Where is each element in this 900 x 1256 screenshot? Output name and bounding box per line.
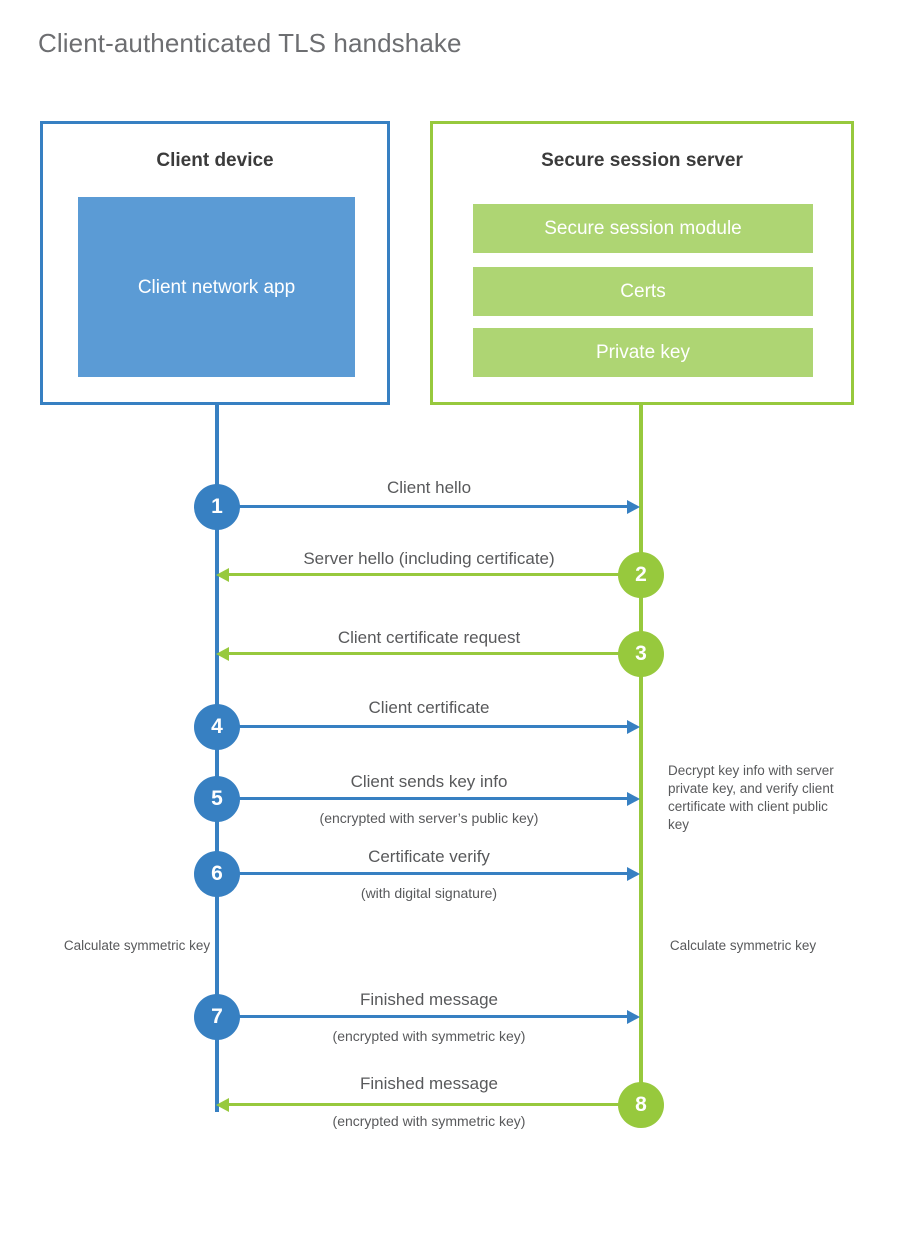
step-5-arrow-head-icon: [627, 792, 640, 806]
step-6-number: 6: [211, 862, 223, 885]
step-8-arrow-line: [228, 1103, 641, 1106]
server-lifeline: [639, 405, 643, 1105]
step-2-circle[interactable]: 2: [618, 552, 664, 598]
step-8-sublabel: (encrypted with symmetric key): [332, 1113, 526, 1129]
step-4-circle[interactable]: 4: [194, 704, 240, 750]
client-network-app-label: Client network app: [137, 276, 296, 298]
step-4-number: 4: [211, 715, 223, 738]
server-bar-private-key: Private key: [473, 328, 813, 377]
step-3-arrow-line: [228, 652, 641, 655]
client-calculate-symmetric-key-note: Calculate symmetric key: [63, 938, 211, 953]
step-5-label: Client sends key info: [350, 772, 508, 791]
client-device-box: Client device Client network app: [40, 121, 390, 405]
client-device-title: Client device: [156, 150, 274, 171]
step-8-arrow-head-icon: [216, 1098, 229, 1112]
step-3-arrow-head-icon: [216, 647, 229, 661]
step-7-circle[interactable]: 7: [194, 994, 240, 1040]
server-decrypt-note: Decrypt key info with server private key…: [668, 763, 834, 832]
server-bar-label: Private key: [596, 341, 690, 363]
server-calculate-symmetric-key-note: Calculate symmetric key: [669, 938, 817, 953]
step-7-label: Finished message: [360, 990, 498, 1009]
step-7-number: 7: [211, 1005, 223, 1028]
server-bar-secure-session-module: Secure session module: [473, 204, 813, 253]
server-bar-label: Certs: [620, 280, 666, 302]
step-1-label: Client hello: [386, 478, 472, 497]
step-6-sublabel: (with digital signature): [360, 885, 498, 901]
secure-session-server-title: Secure session server: [541, 150, 743, 171]
step-6-circle[interactable]: 6: [194, 851, 240, 897]
step-4-arrow-line: [217, 725, 627, 728]
step-7-arrow-line: [217, 1015, 627, 1018]
step-8-number: 8: [635, 1093, 647, 1116]
step-1-arrow-head-icon: [627, 500, 640, 514]
step-8-label: Finished message: [360, 1074, 498, 1093]
step-5-number: 5: [211, 787, 223, 810]
step-3-number: 3: [635, 642, 647, 665]
step-4-arrow-head-icon: [627, 720, 640, 734]
step-6-label: Certificate verify: [368, 847, 490, 866]
step-8-circle[interactable]: 8: [618, 1082, 664, 1128]
step-7-arrow-head-icon: [627, 1010, 640, 1024]
step-2-label: Server hello (including certificate): [303, 549, 555, 568]
server-bar-label: Secure session module: [544, 217, 742, 239]
step-7-sublabel: (encrypted with symmetric key): [332, 1028, 526, 1044]
step-3-circle[interactable]: 3: [618, 631, 664, 677]
step-1-circle[interactable]: 1: [194, 484, 240, 530]
step-5-circle[interactable]: 5: [194, 776, 240, 822]
step-2-arrow-head-icon: [216, 568, 229, 582]
page-title: Client-authenticated TLS handshake: [38, 28, 462, 58]
step-6-arrow-line: [217, 872, 627, 875]
step-3-label: Client certificate request: [337, 628, 521, 647]
step-4-label: Client certificate: [368, 698, 490, 717]
step-5-arrow-line: [217, 797, 627, 800]
client-lifeline: [215, 405, 219, 1112]
server-bar-certs: Certs: [473, 267, 813, 316]
secure-session-server-box: Secure session server Secure session mod…: [430, 121, 854, 405]
step-2-number: 2: [635, 563, 647, 586]
step-1-arrow-line: [217, 505, 627, 508]
client-network-app-block: Client network app: [78, 197, 355, 377]
step-5-sublabel: (encrypted with server’s public key): [319, 810, 539, 826]
step-2-arrow-line: [228, 573, 641, 576]
step-6-arrow-head-icon: [627, 867, 640, 881]
step-1-number: 1: [211, 495, 223, 518]
